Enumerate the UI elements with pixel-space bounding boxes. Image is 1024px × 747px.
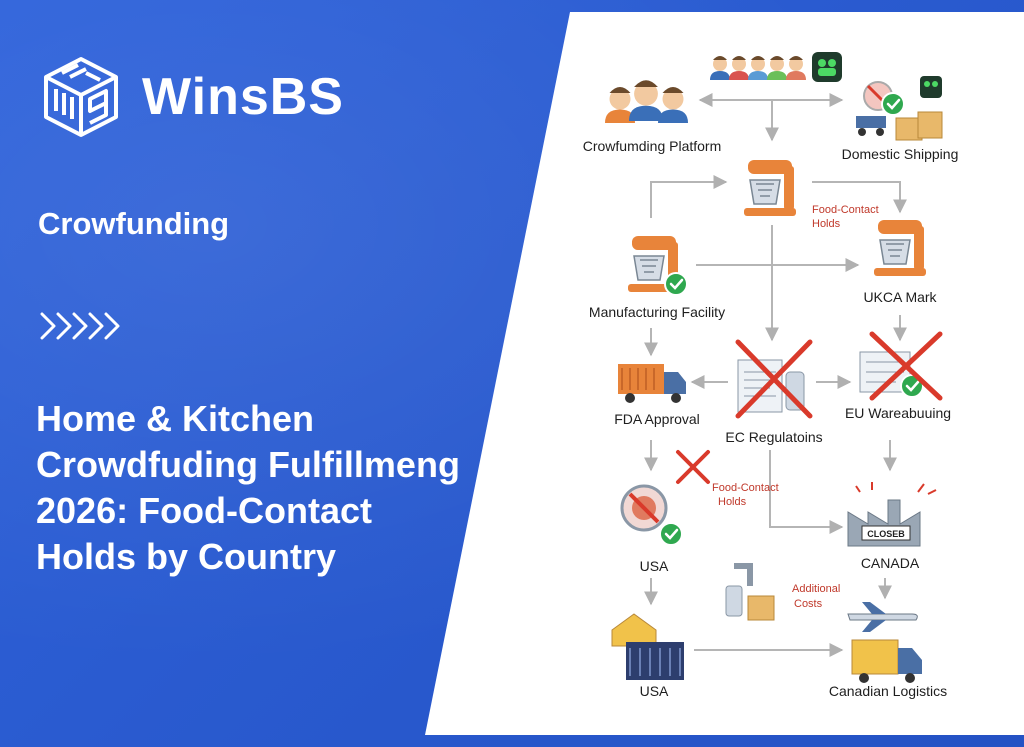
note-food-contact-top-2: Holds xyxy=(812,218,841,230)
cross-icon xyxy=(735,339,813,419)
domestic-shipping-icon xyxy=(856,76,943,141)
brand: WinsBS xyxy=(42,55,344,139)
crowdfunding-app-icon xyxy=(812,52,842,82)
check-icon xyxy=(658,521,684,547)
closed-factory-icon xyxy=(847,482,937,547)
headline-line-2: Crowdfuding Fulfillmeng xyxy=(36,444,460,485)
brand-name: WinsBS xyxy=(142,68,344,126)
note-food-contact-mid-2: Holds xyxy=(718,496,747,508)
note-additional-costs-2: Costs xyxy=(794,598,823,610)
prohibited-icon xyxy=(620,484,668,532)
headline-line-1: Home & Kitchen xyxy=(36,398,315,439)
check-icon xyxy=(663,271,689,297)
node-eu-warehousing: EU Wareabuuing xyxy=(845,405,951,421)
truck-icon xyxy=(618,364,686,403)
delivery-truck-icon xyxy=(851,639,922,683)
document-icon xyxy=(737,359,805,413)
warehouse-icon xyxy=(611,613,684,680)
node-canada: CANADA xyxy=(861,555,920,571)
airplane-icon xyxy=(847,602,918,632)
note-food-contact-top-1: Food-Contact xyxy=(812,204,879,216)
connector-arrows xyxy=(644,93,907,657)
node-ukca-mark: UKCA Mark xyxy=(863,289,937,305)
headline: Home & Kitchen Crowdfuding Fulfillmeng 2… xyxy=(36,396,556,580)
node-manufacturing-facility: Manufacturing Facility xyxy=(589,304,725,320)
people-group-icon xyxy=(710,56,806,80)
note-additional-costs-1: Additional xyxy=(792,583,840,595)
node-canadian-logistics: Canadian Logistics xyxy=(829,683,947,699)
category-label: Crowfunding xyxy=(38,206,230,241)
node-fda-approval: FDA Approval xyxy=(614,411,700,427)
tap-box-icon xyxy=(725,563,775,621)
winsbs-cube-logo-icon xyxy=(44,57,118,137)
node-ec-regulations: EC Regulatoins xyxy=(725,429,822,445)
node-usa-top: USA xyxy=(640,558,669,574)
headline-line-4: Holds by Country xyxy=(36,536,337,577)
chevrons-right-icon xyxy=(40,312,120,340)
headline-line-3: 2026: Food-Contact xyxy=(36,490,373,531)
note-food-contact-mid-1: Food-Contact xyxy=(712,482,779,494)
factory-sign: CLOSEB xyxy=(867,529,905,539)
node-domestic-shipping: Domestic Shipping xyxy=(842,146,959,162)
cross-icon xyxy=(676,450,710,484)
diagram-background-panel xyxy=(425,12,1024,735)
node-usa-bottom: USA xyxy=(640,683,669,699)
node-crowdfunding-platform: Crowfumding Platform xyxy=(583,138,722,154)
cross-icon xyxy=(869,331,943,401)
